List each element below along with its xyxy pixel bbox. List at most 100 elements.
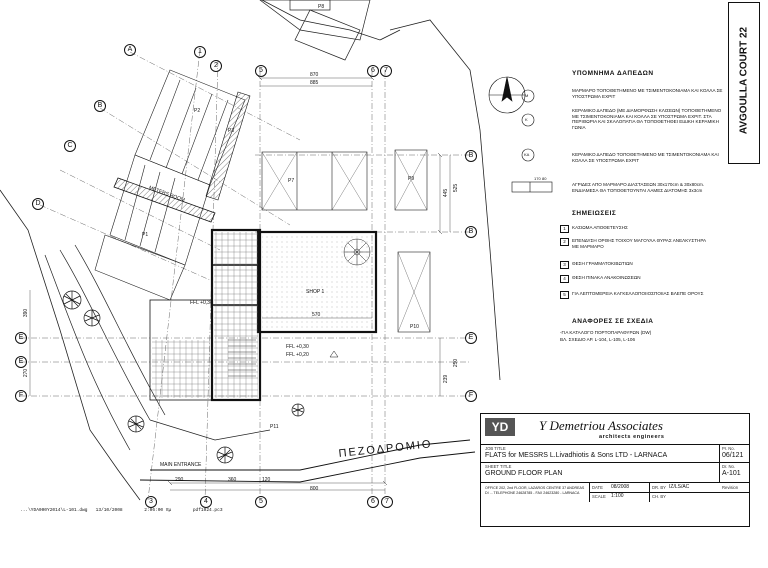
sheet-title-caption: SHEET TITLE [485,464,512,469]
upper-structures [259,0,371,61]
grid-bubble-top-5: 5 [255,65,267,77]
room-label-p9: P9 [408,176,415,182]
dim-bottom-3: 120 [262,477,271,483]
drawing-number: A-101 [722,470,741,477]
note-marker-2: 2 [560,238,569,246]
room-label-p11: P11 [270,424,279,430]
grid-bubble-top-7: 7 [380,65,392,77]
legend-symbols [511,89,553,193]
spiral-stair [343,238,371,266]
checked-by-caption: CH. BY [652,494,666,499]
grid-bubble-right-f: F [465,390,477,402]
grid-bubble-right-b1: B [465,150,477,162]
planting-symbols [62,290,305,464]
note-marker-5: 5 [560,291,569,299]
dim-bottom-2: 360 [228,477,237,483]
legend-item-3-text: ΚΕΡΑΜΙΚΟ ΔΑΠΕΔΟ ΤΟΠΟΘΕΤΗΜΕΝΟ ΜΕ ΤΣΙΜΕΝΤΟ… [572,152,719,163]
date-caption: DATE [592,485,603,490]
firm-name: Y Demetriou Associates [539,418,663,433]
meters-room-wall [113,177,216,223]
revision-caption: Revision [722,485,739,490]
dim-right-1: 525 [453,183,460,193]
drawing-number-caption: Dr. No. [722,464,736,469]
north-arrow-symbol [488,76,526,114]
grid-bubble-left-f: F [15,390,27,402]
tiled-floor-stairs [152,340,210,398]
grid-bubble-top-1: 1 [194,46,206,58]
grid-bubble-right-e: E [465,332,477,344]
firm-address: OFFICE 202, 2nd FLOOR, LAZAROS CENTRE 37… [485,486,585,495]
room-label-p1: P1 [142,232,149,238]
grid-bubble-left-b: B [94,100,106,112]
grid-bubble-left-d: D [32,198,44,210]
grid-bubble-bottom-5: 5 [255,496,267,508]
dim-top-2: 885 [310,80,319,86]
dim-right-2: 445 [443,188,450,198]
room-label-main-entrance: MAIN ENTRANCE [160,462,202,468]
room-label-shop: SHOP 1 [306,289,325,295]
grid-bubble-left-a: A [124,44,136,56]
grid-bubble-right-b2: B [465,226,477,238]
legend-item-1-text: ΜΑΡΜΑΡΟ ΤΟΠΟΘΕΤΗΜΕΝΟ ΜΕ ΤΣΙΜΕΝΤΟΚΟΝΙΑΜΑ … [572,88,723,99]
level-label-3: FFL +0,30 [286,344,309,350]
note-text-1: ΚΑΣΙΩΜΑ ΑΠΟΘΕΤΕΥΣΗΣ [572,225,628,230]
legend-item-2-text: ΚΕΡΑΜΙΚΟ ΔΑΠΕΔΟ (ΜΕ ΔΙΑΜΟΡΦΩΣΗ ΚΛΙΣΕΩΝ) … [572,108,722,130]
note-text-3: ΘΕΣΗ ΓΡΑΜΜΑΤΟΚΙΒΩΤΙΩΝ [572,261,633,266]
grid-bubble-bottom-4: 4 [200,496,212,508]
grid-bubble-bottom-3: 3 [145,496,157,508]
job-number-caption: Pr. No. [722,446,735,451]
dim-bottom-4: 800 [310,486,319,492]
job-title-caption: JOB TITLE [485,446,506,451]
grid-bubble-left-e1: E [15,332,27,344]
dim-bottom-1: 290 [175,477,184,483]
grid-bubble-bottom-7: 7 [381,496,393,508]
level-label-2: FFL +0,20 [286,352,309,358]
grid-bubble-top-2: 2 [210,60,222,72]
firm-logo: YD [485,418,515,436]
swatch-dim-2: 80 [542,176,547,181]
note-text-2: ΕΠΕΝΔΥΣΗ ΟΡΘΗΣ ΤΟΙΧΟΥ ΜΑΓΟΥΛΑ ΘΥΡΑΣ ΑΝΕΛ… [572,238,706,249]
dim-mid-1: 570 [312,312,321,318]
file-path-stamp: ...\YDA000Y2014\L-101.dwg 13/10/2008 2:0… [20,508,223,513]
tiled-floor-lobby [214,232,258,398]
dim-top-1: 870 [310,72,319,78]
note-marker-4: 4 [560,275,569,283]
ramp-curves [44,244,271,451]
references-line-1: -ΓΙΑ ΚΑΤΑΛΟΓΟ ΠΟΡΤΟΠΑΡΑΘΥΡΩΝ (DW) [560,330,652,335]
shop-floor [262,236,374,330]
legend-item-2-code: K [525,117,528,122]
room-label-p7: P7 [288,178,295,184]
street-edge [139,439,476,483]
note-text-4: ΘΕΣΗ ΠΙΝΑΚΑ ΑΝΑΚΟΙΝΩΣΕΩΝ [572,275,641,280]
note-text-5: ΓΙΑ ΛΕΠΤΟΜΕΡΕΙΑ ΚΑΓΚΕΛΛΟΠΟΙΙΟΣΠΟΙΙΑΣ ΒΛΕ… [572,291,704,296]
lobby-stairs [228,339,256,377]
swatch-dim-1: 170 [534,176,541,181]
legend-item-1-code: M [525,93,529,98]
notes-title: ΣΗΜΕΙΩΣΕΙΣ [572,210,617,217]
grid-bubble-left-c: C [64,140,76,152]
room-section-mark [329,350,339,358]
p3-wall [205,91,251,201]
firm-subtitle: architects engineers [599,434,665,440]
parking-bays-top [261,149,431,333]
dim-right-3: 250 [453,358,460,368]
date-value: 08/2008 [611,484,630,490]
room-label-p8: P8 [318,4,325,10]
dim-left-2: 270 [23,368,30,378]
project-tab: AVGOULLA COURT 22 [728,2,760,164]
legend-stone-note: ΑΓΡΙΔΕΣ ΑΠΟ ΜΑΡΜΑΡΟ ΔΙΑΣΤΑΣΕΩΝ 30x170cm … [572,182,705,193]
references-line-2: ΒΛ. ΣΧΕΔΙΟ ΑΡ. L-104, L-105, L-106 [560,337,636,342]
room-label-p3: P3 [228,128,235,134]
drawn-by-caption: DR. BY [652,485,666,490]
job-title: FLATS for MESSRS L.Livadhiotis & Sons LT… [485,452,668,459]
scale-value: 1:100 [611,493,624,499]
dimension-lines [29,77,451,491]
note-marker-3: 3 [560,261,569,269]
project-tab-label: AVGOULLA COURT 22 [738,26,750,135]
room-label-p10: P10 [410,324,419,330]
dim-right-4: 239 [443,374,450,384]
room-label-p2: P2 [194,108,201,114]
site-boundary [0,0,501,501]
grid-bubble-left-e2: E [15,356,27,368]
